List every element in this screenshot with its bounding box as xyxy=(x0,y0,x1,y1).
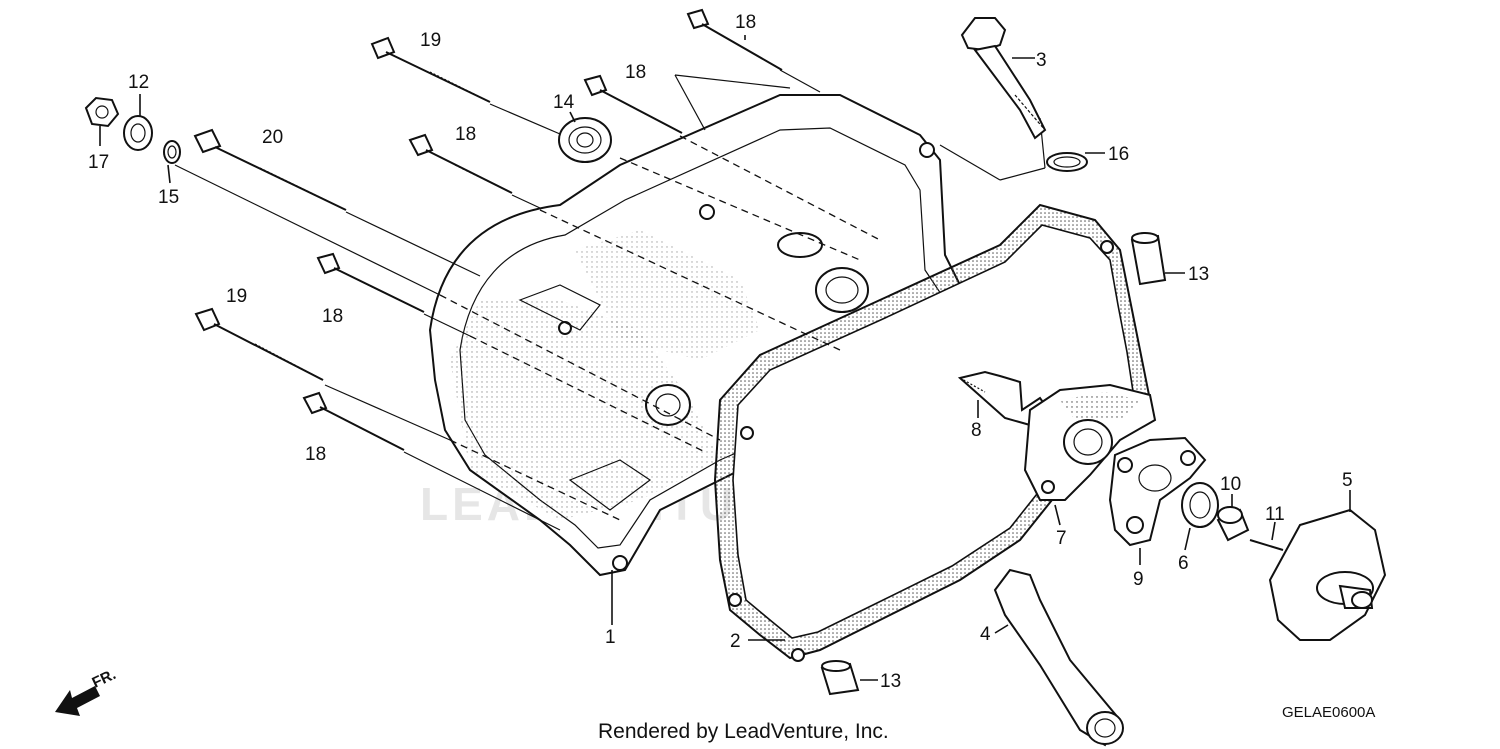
leader-lines xyxy=(99,35,1351,681)
label-6: 6 xyxy=(1178,553,1189,574)
label-18-mid-upper: 18 xyxy=(625,62,646,83)
credit-text: Rendered by LeadVenture, Inc. xyxy=(598,720,889,743)
label-4: 4 xyxy=(980,624,991,645)
bolt-18-top xyxy=(686,8,783,71)
label-18-lower: 18 xyxy=(305,444,326,465)
washer-15 xyxy=(163,140,181,164)
lever-5 xyxy=(1268,508,1387,641)
label-13-upper: 13 xyxy=(1188,264,1209,285)
projection-lines xyxy=(174,69,1046,531)
collar-10 xyxy=(1216,506,1250,542)
nut-17 xyxy=(84,96,120,128)
label-17: 17 xyxy=(88,152,109,173)
label-18-mid: 18 xyxy=(455,124,476,145)
dowel-pin-13-upper xyxy=(1130,232,1167,286)
right-crankcase-cover xyxy=(428,94,977,577)
label-14: 14 xyxy=(553,92,575,113)
label-20: 20 xyxy=(262,127,283,148)
label-1: 1 xyxy=(605,627,616,648)
dowel-pin-13-lower xyxy=(820,660,860,696)
seal-6 xyxy=(1181,482,1219,528)
washer-12 xyxy=(123,115,153,151)
bolt-19-left xyxy=(194,307,324,381)
bolt-11 xyxy=(1249,539,1284,551)
label-5: 5 xyxy=(1342,470,1353,491)
label-3: 3 xyxy=(1036,50,1047,71)
o-ring-16 xyxy=(1046,152,1088,172)
bolt-18-lower xyxy=(302,391,405,451)
label-10: 10 xyxy=(1220,474,1241,495)
oil-filler-cap-3 xyxy=(960,17,1047,140)
bolt-18-mid-upper xyxy=(583,74,683,134)
bolt-18-left-mid xyxy=(316,252,425,313)
label-2: 2 xyxy=(730,631,741,652)
label-18-left: 18 xyxy=(322,306,343,327)
plate-9 xyxy=(1108,436,1207,547)
bolt-18-mid xyxy=(408,133,513,194)
label-12: 12 xyxy=(128,72,149,93)
plate-7 xyxy=(1023,383,1157,501)
bolt-19-top xyxy=(370,36,491,103)
front-direction-arrow-icon xyxy=(55,686,100,716)
label-11: 11 xyxy=(1265,504,1285,525)
label-13-lower: 13 xyxy=(880,671,901,692)
label-7: 7 xyxy=(1056,528,1067,549)
bolt-20 xyxy=(193,128,347,211)
label-18-top: 18 xyxy=(735,12,756,33)
label-16: 16 xyxy=(1108,144,1129,165)
front-marker: FR. xyxy=(90,666,119,692)
label-15: 15 xyxy=(158,187,179,208)
label-9: 9 xyxy=(1133,569,1144,590)
diagram-code: GELAE0600A xyxy=(1282,704,1375,721)
bearing-14 xyxy=(558,117,612,163)
label-19-top: 19 xyxy=(420,30,441,51)
arm-4 xyxy=(993,568,1124,747)
label-8: 8 xyxy=(971,420,982,441)
stud-8 xyxy=(957,370,1052,427)
label-19-left: 19 xyxy=(226,286,247,307)
